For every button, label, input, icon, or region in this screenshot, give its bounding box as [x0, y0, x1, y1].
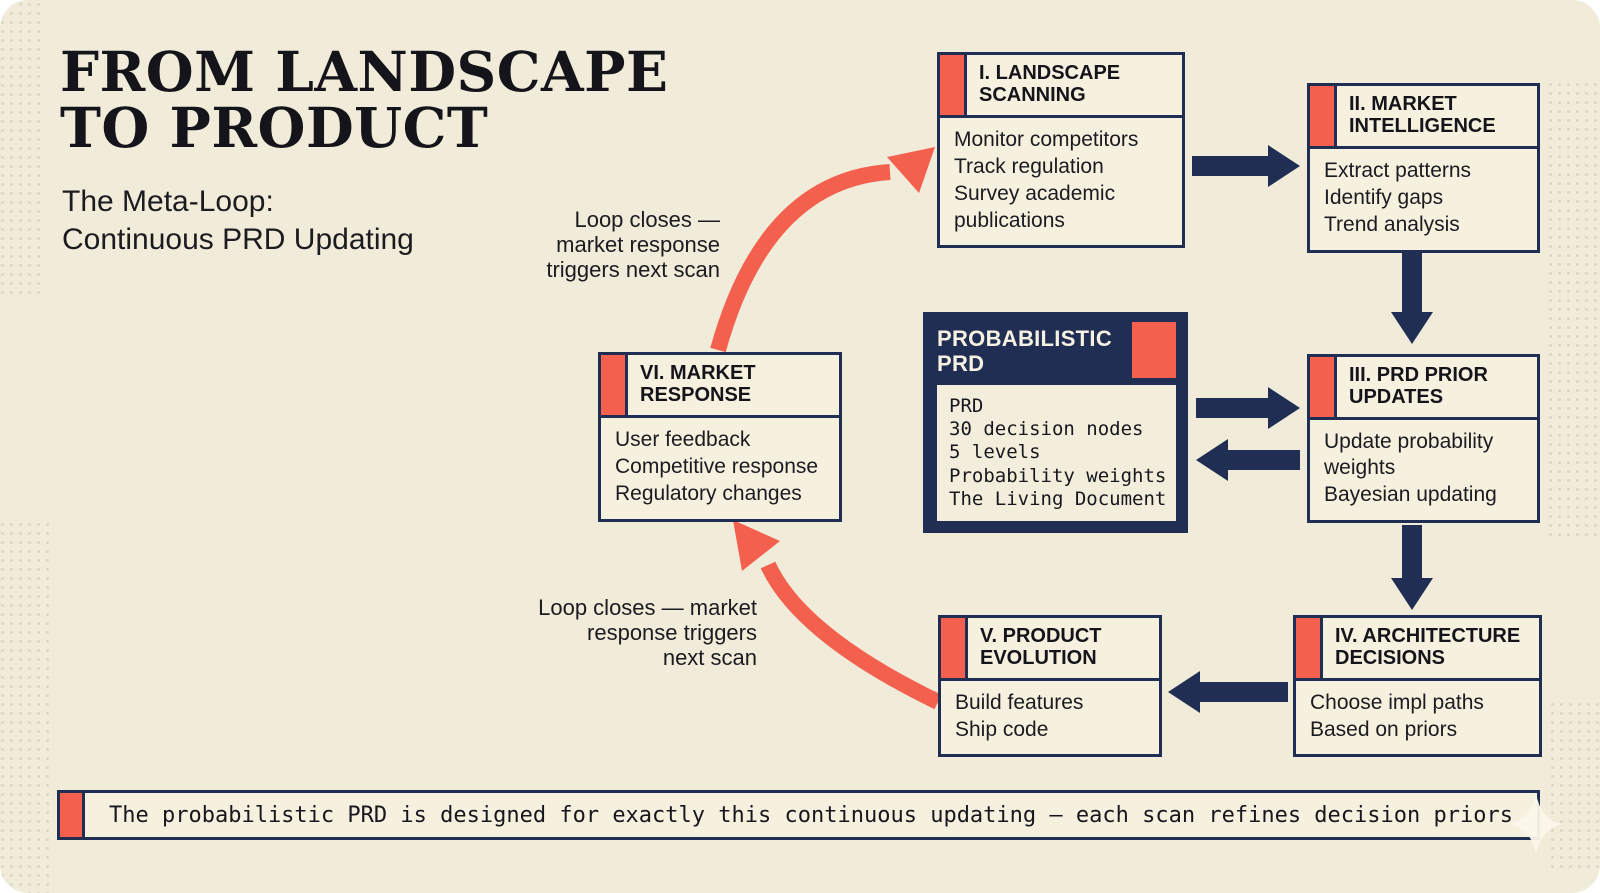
- box-title: II. MARKET INTELLIGENCE: [1349, 93, 1496, 138]
- spec-line: PRD: [949, 395, 984, 417]
- box-item: Survey academic publications: [954, 182, 1116, 232]
- box-item: Based on priors: [1310, 718, 1458, 742]
- header-accent-tab: [941, 618, 968, 678]
- box-body: Monitor competitors Track regulation Sur…: [937, 117, 1185, 248]
- box-item: Track regulation: [954, 155, 1104, 179]
- box-title: I. LANDSCAPE SCANNING: [979, 62, 1121, 107]
- loop-label-top: Loop closes — market response triggers n…: [510, 207, 720, 282]
- box-header: VI. MARKET RESPONSE: [598, 352, 842, 418]
- header-accent-tab: [1310, 86, 1337, 146]
- box-body: Extract patterns Identify gaps Trend ana…: [1307, 148, 1540, 253]
- accent-square: [1132, 322, 1176, 378]
- curved-arrow-head: [733, 520, 780, 571]
- box-title: III. PRD PRIOR UPDATES: [1349, 364, 1488, 409]
- loop-label-bottom-line-3: next scan: [662, 645, 757, 671]
- footer-text: The probabilistic PRD is designed for ex…: [109, 802, 1513, 828]
- box-item: Update probability weights: [1324, 429, 1494, 480]
- curved-arrow-shaft: [760, 561, 942, 710]
- box-item: User feedback: [615, 427, 751, 451]
- arrow-architecture-to-evolution: [1168, 671, 1288, 713]
- prd-spec-panel: PRD 30 decision nodes 5 levels Probabili…: [937, 385, 1176, 521]
- box-item: Choose impl paths: [1310, 690, 1484, 714]
- probabilistic-prd-header: PROBABILISTIC PRD: [937, 322, 1176, 378]
- loop-label-top-line-1: Loop closes —: [574, 207, 720, 232]
- box-item: Ship code: [955, 718, 1049, 742]
- loop-label-bottom: Loop closes — market response triggers n…: [535, 595, 757, 670]
- spec-line: The Living Document: [949, 487, 1167, 510]
- box-item: Identify gaps: [1324, 186, 1444, 210]
- box-item: Extract patterns: [1324, 158, 1472, 182]
- box-market-intelligence: II. MARKET INTELLIGENCE Extract patterns…: [1307, 83, 1540, 253]
- spec-line: 30 decision nodes: [949, 418, 1144, 441]
- box-item: Bayesian updating: [1324, 483, 1497, 507]
- arrow-prior-updates-to-prd: [1196, 439, 1300, 481]
- box-architecture-decisions: IV. ARCHITECTURE DECISIONS Choose impl p…: [1293, 615, 1542, 758]
- box-item: Monitor competitors: [954, 127, 1139, 151]
- footer-accent-tab: [60, 793, 85, 837]
- box-body: User feedback Competitive response Regul…: [598, 417, 842, 522]
- footer-callout-bar: The probabilistic PRD is designed for ex…: [57, 790, 1540, 840]
- box-header: I. LANDSCAPE SCANNING: [937, 52, 1185, 118]
- box-body: Choose impl paths Based on priors: [1293, 680, 1542, 758]
- probabilistic-prd-title: PROBABILISTIC PRD: [937, 326, 1113, 377]
- loop-label-bottom-line-2: response triggers: [587, 620, 757, 646]
- box-probabilistic-prd: PROBABILISTIC PRD PRD 30 decision nodes …: [923, 312, 1188, 533]
- page-subtitle: The Meta-Loop: Continuous PRD Updating: [62, 183, 414, 260]
- loop-label-bottom-line-1: Loop closes — market: [538, 595, 757, 620]
- box-title: V. PRODUCT EVOLUTION: [980, 625, 1102, 670]
- spec-line: Probability weights: [949, 464, 1167, 487]
- arrow-prd-to-prior-updates: [1196, 387, 1300, 429]
- arrow-scanning-to-intelligence: [1192, 145, 1300, 187]
- title-line-1: FROM LANDSCAPE: [60, 39, 669, 104]
- box-header: IV. ARCHITECTURE DECISIONS: [1293, 615, 1542, 681]
- box-item: Trend analysis: [1324, 213, 1460, 237]
- curved-arrow-response-to-scanning: [710, 147, 935, 353]
- header-accent-tab: [940, 55, 967, 115]
- box-header: III. PRD PRIOR UPDATES: [1307, 354, 1540, 420]
- curved-arrow-head: [887, 147, 935, 193]
- subtitle-line-1: The Meta-Loop:: [62, 185, 274, 218]
- box-product-evolution: V. PRODUCT EVOLUTION Build features Ship…: [938, 615, 1162, 758]
- title-line-2: TO PRODUCT: [60, 95, 489, 161]
- spec-line: 5 levels: [949, 441, 1041, 464]
- box-market-response: VI. MARKET RESPONSE User feedback Compet…: [598, 352, 842, 522]
- box-title: VI. MARKET RESPONSE: [640, 362, 756, 407]
- box-landscape-scanning: I. LANDSCAPE SCANNING Monitor competitor…: [937, 52, 1185, 248]
- box-header: V. PRODUCT EVOLUTION: [938, 615, 1162, 681]
- box-item: Regulatory changes: [615, 482, 802, 506]
- header-accent-tab: [601, 355, 628, 415]
- curved-arrow-shaft: [710, 164, 891, 353]
- curved-arrow-evolution-to-response: [733, 520, 942, 710]
- box-header: II. MARKET INTELLIGENCE: [1307, 83, 1540, 149]
- sparkle-icon: [1511, 793, 1561, 855]
- box-item: Build features: [955, 690, 1084, 714]
- loop-label-top-line-3: triggers next scan: [546, 257, 720, 283]
- arrow-intelligence-to-prior-updates: [1391, 252, 1433, 344]
- page-title: FROM LANDSCAPE TO PRODUCT: [60, 39, 669, 161]
- box-item: Competitive response: [615, 455, 819, 479]
- arrow-prior-updates-to-architecture: [1391, 525, 1433, 610]
- box-body: Build features Ship code: [938, 680, 1162, 758]
- header-accent-tab: [1296, 618, 1323, 678]
- box-body: Update probability weights Bayesian upda…: [1307, 419, 1540, 523]
- loop-label-top-line-2: market response: [556, 232, 720, 258]
- header-accent-tab: [1310, 357, 1337, 417]
- box-prd-prior-updates: III. PRD PRIOR UPDATES Update probabilit…: [1307, 354, 1540, 523]
- subtitle-line-2: Continuous PRD Updating: [62, 223, 414, 257]
- box-title: IV. ARCHITECTURE DECISIONS: [1335, 625, 1521, 670]
